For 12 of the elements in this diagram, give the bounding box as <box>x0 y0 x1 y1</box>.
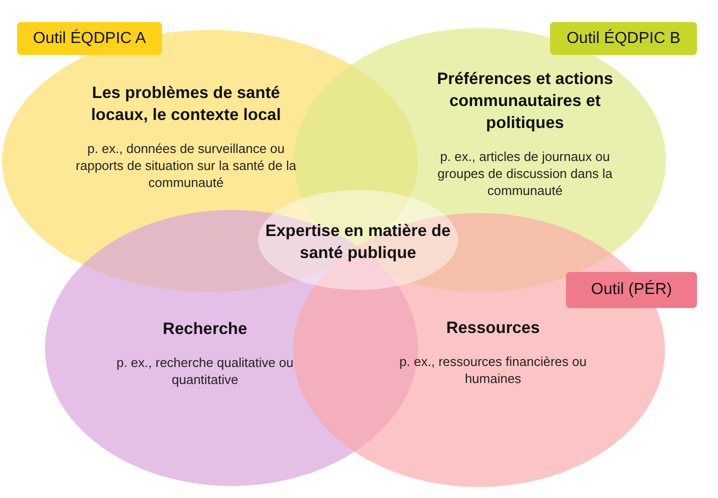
circle-heading: Préférences et actions communautaires et politiques <box>436 69 614 134</box>
example-text: p. ex., données de surveillance ou rapports de situation sur la santé de la communauté <box>74 140 298 191</box>
circle-heading: Recherche <box>162 319 248 340</box>
tool-tag: Outil (PÉR) <box>566 272 697 308</box>
example-text: p. ex., ressources financières ou humaines <box>398 353 588 387</box>
tool-tag: Outil ÉQDPIC A <box>17 22 162 55</box>
circle-heading: Les problèmes de santé locaux, le contexte local <box>90 83 282 126</box>
tool-tag: Outil ÉQDPIC B <box>550 22 697 55</box>
example-text: p. ex., recherche qualitative ou quantitative <box>115 354 295 388</box>
circle-heading: Ressources <box>446 318 540 339</box>
circle-heading: Expertise en matière de santé publique <box>264 221 452 264</box>
example-text: p. ex., articles de journaux ou groupes de discussion dans la communauté <box>436 148 614 199</box>
